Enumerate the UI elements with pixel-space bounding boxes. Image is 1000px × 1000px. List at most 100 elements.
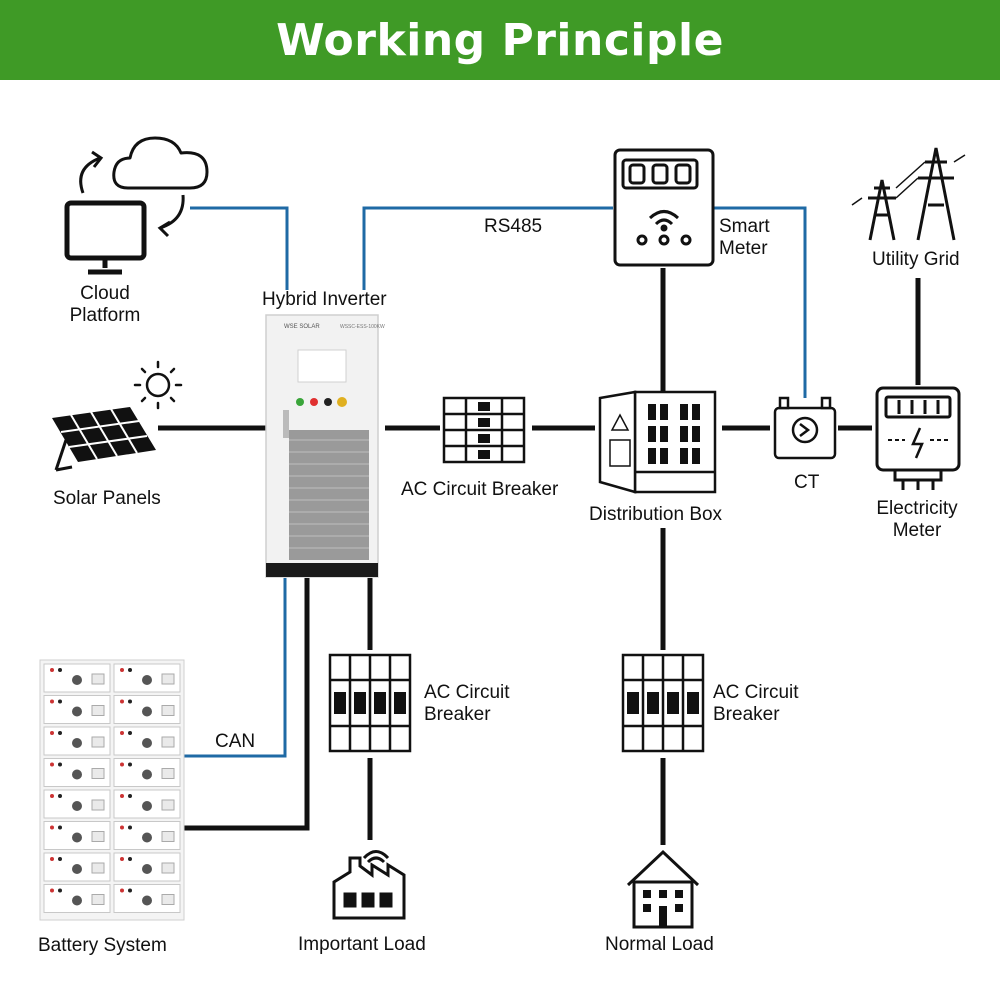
label-normal-load: Normal Load <box>605 934 714 955</box>
label-ac-breaker-main: AC Circuit Breaker <box>401 479 559 500</box>
battery-fan-icon <box>142 706 152 717</box>
battery-terminal-icon <box>50 825 54 830</box>
inverter-brand: WSE SOLAR <box>284 324 320 330</box>
factory-icon <box>332 850 406 920</box>
meter-ct-line <box>713 206 807 398</box>
rs485-line <box>362 206 613 290</box>
battery-rack-icon <box>39 659 185 921</box>
battery-display <box>161 894 175 905</box>
power-lines <box>158 268 921 845</box>
circuit-breaker-important-icon <box>328 653 412 753</box>
label-rs485: RS485 <box>484 216 543 237</box>
ct-icon <box>773 396 837 460</box>
cloud-platform-text: Cloud Platform <box>69 283 141 326</box>
battery-terminal-icon <box>50 699 54 704</box>
battery-display <box>161 768 175 779</box>
house-icon <box>626 849 700 929</box>
label-solar-panels: Solar Panels <box>53 488 161 509</box>
battery-terminal-icon <box>128 857 132 861</box>
label-electricity-meter: Electricity Meter <box>862 498 972 542</box>
hybrid-inverter-icon: WSE SOLAR WSSC-ESS-100KW <box>265 314 385 578</box>
smart-meter-text: Smart Meter <box>719 216 770 259</box>
battery-display <box>91 862 105 874</box>
label-ac-breaker-normal: AC Circuit Breaker <box>713 682 799 726</box>
battery-fan-icon <box>72 706 82 717</box>
battery-terminal-icon <box>58 825 62 830</box>
label-distribution-box: Distribution Box <box>589 504 723 525</box>
battery-display <box>91 705 105 716</box>
label-can: CAN <box>215 731 256 752</box>
battery-terminal-icon <box>128 825 132 830</box>
battery-fan-icon <box>72 895 82 906</box>
monitor-icon <box>64 200 147 275</box>
label-hybrid-inverter: Hybrid Inverter <box>262 289 387 310</box>
ac-breaker-normal-text: AC Circuit Breaker <box>713 682 799 725</box>
battery-fan-icon <box>142 738 152 748</box>
battery-terminal-icon <box>120 888 124 893</box>
battery-fan-icon <box>142 832 152 843</box>
battery-terminal-icon <box>120 825 124 830</box>
electricity-meter-icon <box>875 386 961 490</box>
sync-arrows-icon <box>79 150 185 238</box>
page-title: Working Principle <box>276 14 724 66</box>
battery-display <box>91 894 105 905</box>
battery-terminal-icon <box>120 731 124 735</box>
battery-power-line <box>183 578 310 831</box>
battery-terminal-icon <box>58 857 62 861</box>
electricity-meter-text: Electricity Meter <box>876 498 958 541</box>
label-cloud-platform: Cloud Platform <box>55 283 155 327</box>
circuit-breaker-normal-icon <box>621 653 705 753</box>
battery-fan-icon <box>142 895 152 906</box>
distribution-box-icon <box>598 390 717 494</box>
battery-terminal-icon <box>50 888 54 893</box>
inverter-model: WSSC-ESS-100KW <box>340 324 385 330</box>
battery-fan-icon <box>72 769 82 780</box>
comm-lines <box>183 206 807 758</box>
battery-fan-icon <box>72 801 82 811</box>
battery-terminal-icon <box>50 731 54 735</box>
circuit-breaker-main-icon <box>442 396 526 464</box>
label-battery-system: Battery System <box>38 935 167 956</box>
smart-meter-icon <box>613 148 715 267</box>
battery-terminal-icon <box>58 699 62 704</box>
battery-display <box>91 673 105 685</box>
cloud-comm-line <box>190 206 289 290</box>
battery-terminal-icon <box>128 668 132 672</box>
battery-terminal-icon <box>120 762 124 767</box>
battery-terminal-icon <box>128 762 132 767</box>
battery-terminal-icon <box>120 857 124 861</box>
battery-terminal-icon <box>50 794 54 798</box>
label-utility-grid: Utility Grid <box>872 249 960 270</box>
battery-fan-icon <box>72 864 82 874</box>
sun-icon <box>133 360 183 410</box>
battery-terminal-icon <box>58 668 62 672</box>
battery-terminal-icon <box>128 731 132 735</box>
battery-display <box>161 673 175 685</box>
battery-display <box>161 831 175 842</box>
battery-fan-icon <box>142 675 152 685</box>
battery-fan-icon <box>72 738 82 748</box>
battery-display <box>161 799 175 811</box>
battery-terminal-icon <box>120 668 124 672</box>
ac-breaker-important-text: AC Circuit Breaker <box>424 682 510 725</box>
battery-display <box>91 736 105 748</box>
label-ac-breaker-important: AC Circuit Breaker <box>424 682 510 726</box>
battery-display <box>91 831 105 842</box>
battery-terminal-icon <box>128 794 132 798</box>
battery-terminal-icon <box>128 888 132 893</box>
label-ct: CT <box>794 472 820 493</box>
can-line <box>183 578 287 758</box>
battery-fan-icon <box>142 864 152 874</box>
title-banner: Working Principle <box>0 0 1000 80</box>
battery-terminal-icon <box>128 699 132 704</box>
solar-panel-icon <box>52 407 156 472</box>
battery-terminal-icon <box>120 699 124 704</box>
cloud-icon <box>112 136 209 190</box>
battery-display <box>91 799 105 811</box>
battery-terminal-icon <box>50 857 54 861</box>
battery-terminal-icon <box>58 731 62 735</box>
battery-terminal-icon <box>120 794 124 798</box>
transmission-tower-icon <box>851 147 966 241</box>
battery-terminal-icon <box>50 762 54 767</box>
